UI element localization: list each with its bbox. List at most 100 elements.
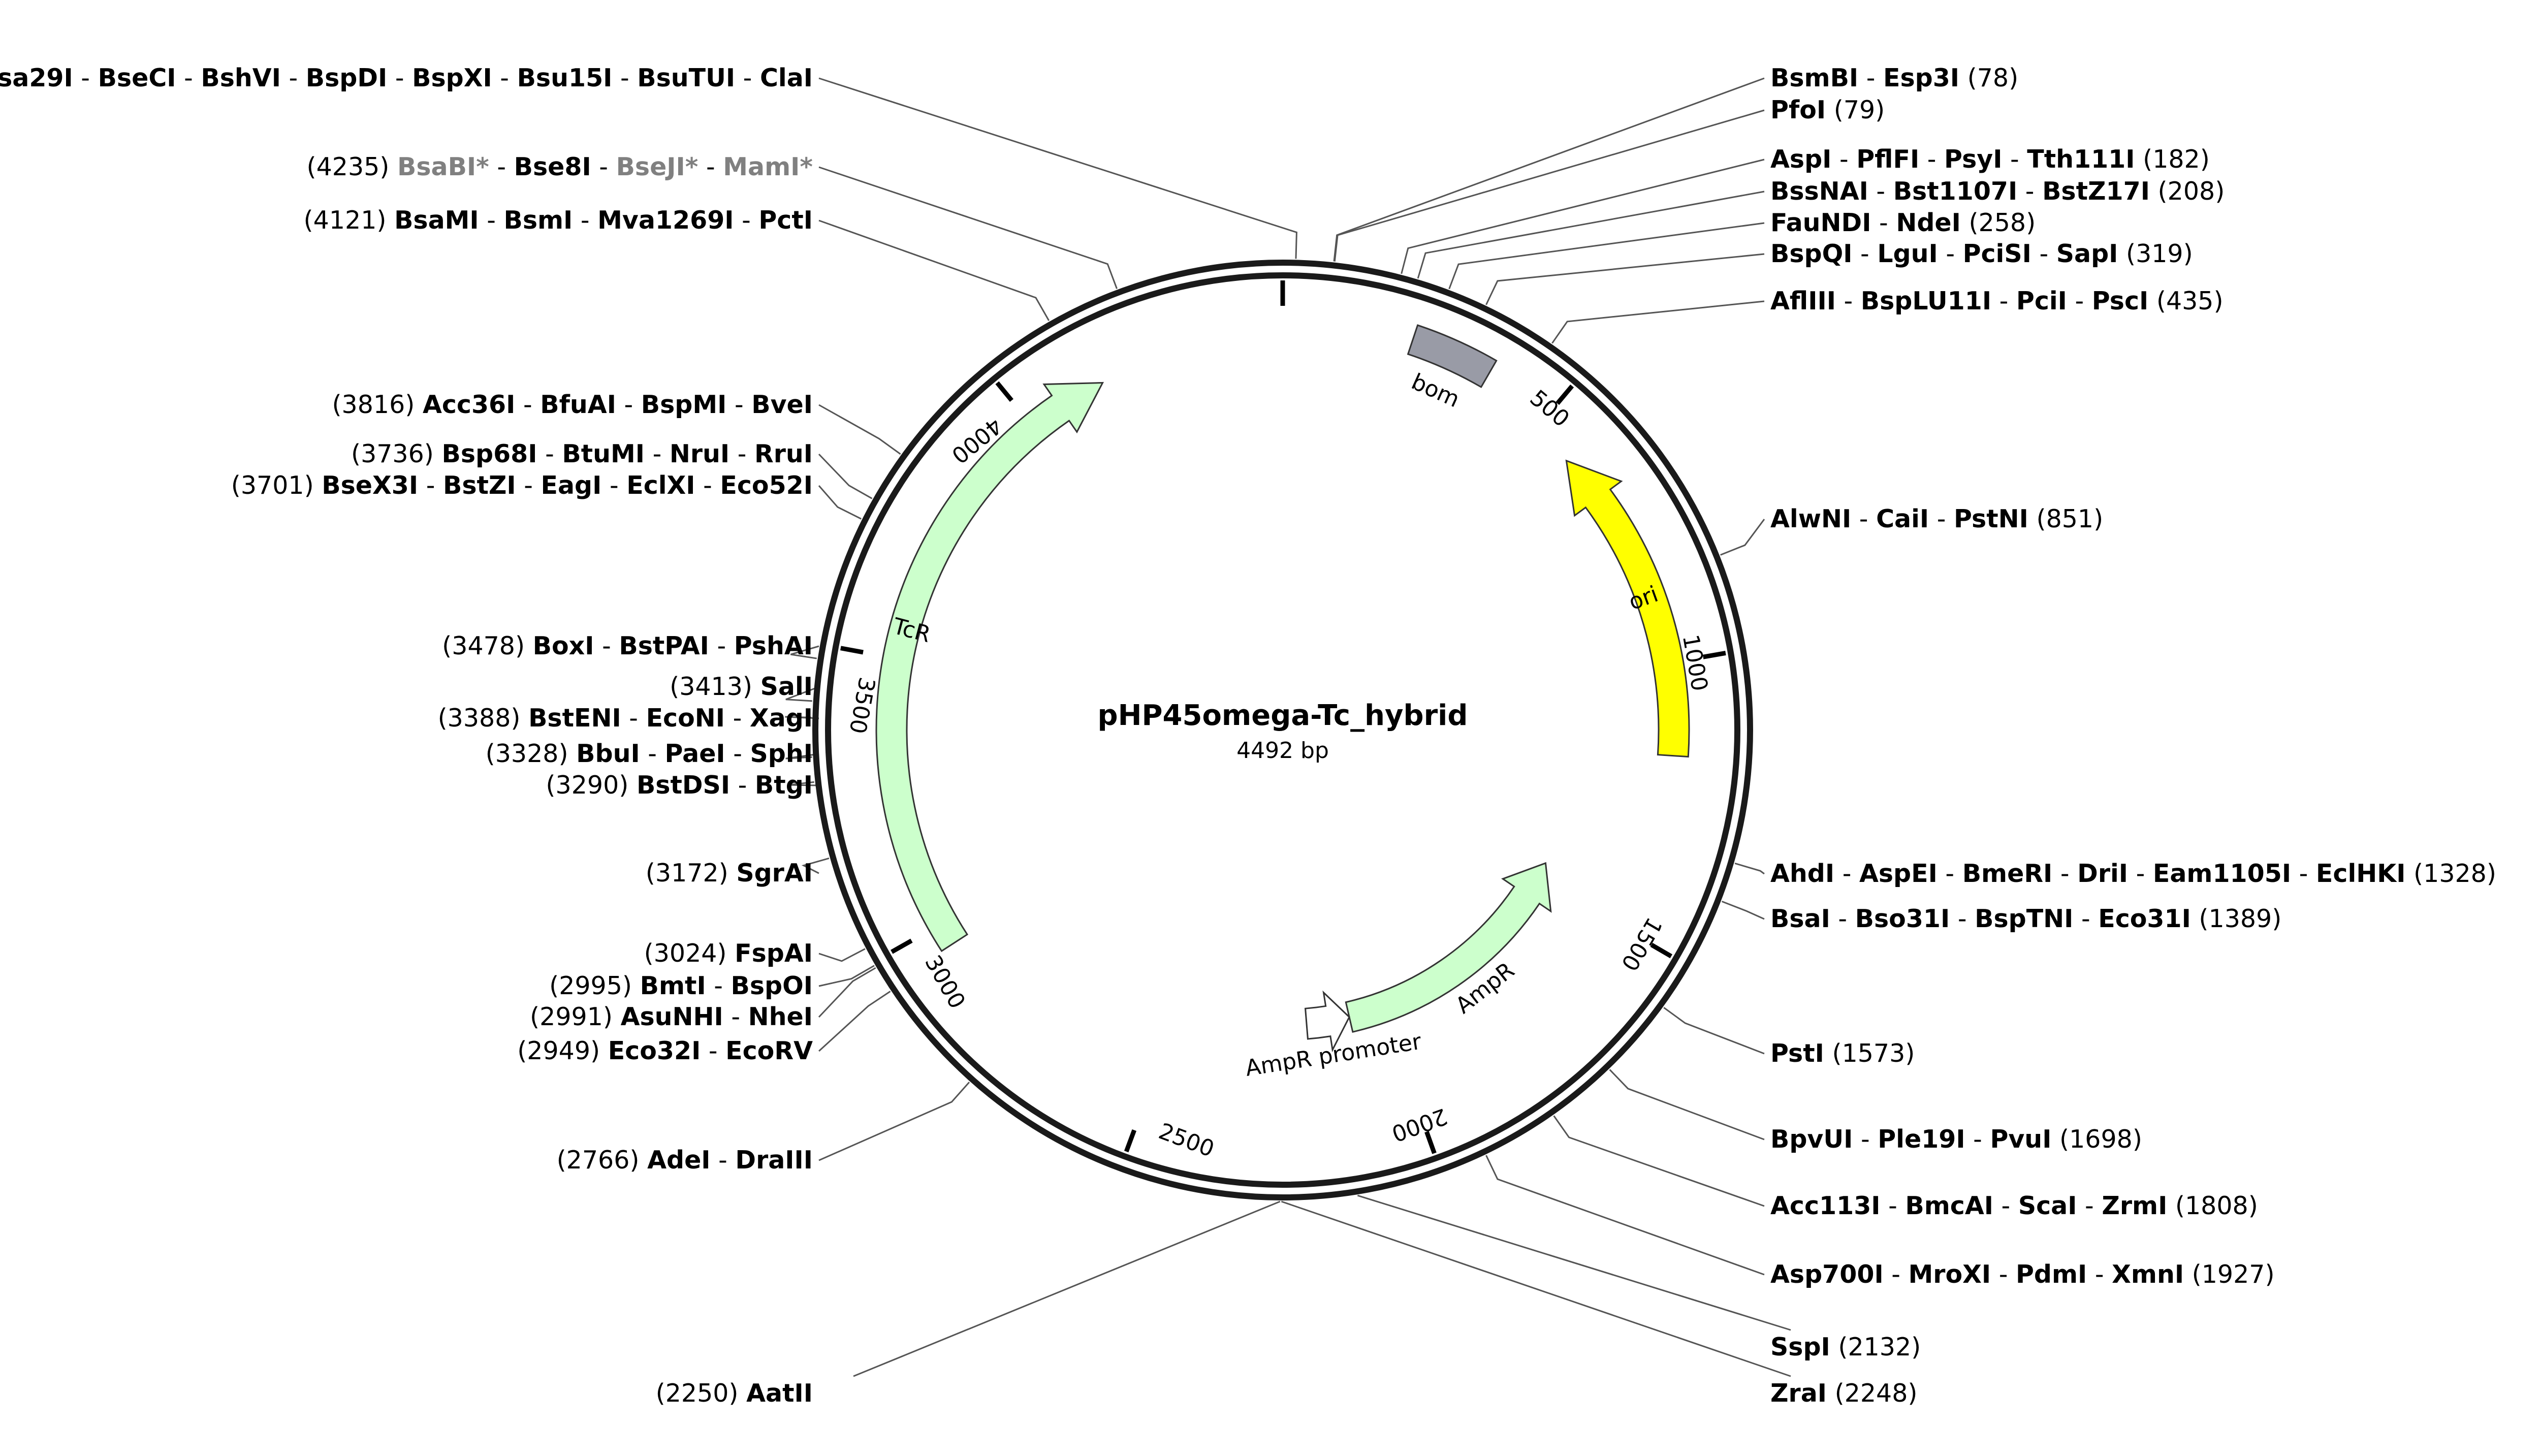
site-position: (3024): [644, 939, 727, 968]
separator: [1830, 1333, 1838, 1362]
tick-label-group: 1500: [1616, 913, 1667, 975]
separator: -: [591, 152, 616, 181]
separator: [2118, 239, 2126, 268]
site-enzyme: Mva1269I: [597, 206, 734, 235]
site-enzyme: AhdI: [1770, 859, 1834, 888]
separator: -: [516, 471, 541, 500]
separator: -: [640, 739, 665, 768]
site-enzyme: AspEI: [1859, 859, 1938, 888]
site-enzyme: PflFI: [1856, 145, 1919, 174]
separator: [2051, 1125, 2059, 1154]
separator: [613, 1002, 621, 1031]
site-enzyme: BsaBI*: [397, 152, 489, 181]
site-enzyme: SphI: [750, 739, 813, 768]
feature-label-bom: bom: [1408, 369, 1464, 413]
site-position: (851): [2036, 504, 2103, 533]
site-enzyme: BtgI: [755, 771, 813, 800]
site-position: (3388): [438, 704, 521, 733]
site-enzyme: Eam1105I: [2153, 859, 2291, 888]
site-position: (4235): [306, 152, 389, 181]
separator: [739, 1379, 747, 1408]
feature-tcr: [875, 382, 1104, 953]
tick-label-group: 3500: [844, 675, 880, 736]
site-label: (4121) BsaMI - BsmI - Mva1269I - PctI: [304, 206, 813, 235]
separator: -: [1938, 859, 1962, 888]
feature-ampr: [1345, 862, 1552, 1033]
site-position: (3478): [442, 631, 525, 660]
leader-line: [818, 965, 875, 987]
site-enzyme: AsuNHI: [621, 1002, 723, 1031]
separator: -: [1884, 1260, 1909, 1289]
separator: -: [621, 704, 646, 733]
leader-line: [818, 404, 901, 455]
site-enzyme: Eco31I: [2098, 904, 2191, 933]
separator: -: [515, 390, 540, 419]
site-enzyme: BmcAI: [1905, 1191, 1993, 1220]
site-enzyme: Tth111I: [2027, 145, 2135, 174]
site-position: (208): [2158, 177, 2225, 206]
site-enzyme: BveI: [751, 390, 813, 419]
site-enzyme: Acc113I: [1770, 1191, 1881, 1220]
site-enzyme: AlwNI: [1770, 504, 1851, 533]
site-label: AflIII - BspLU11I - PciI - PscI (435): [1770, 287, 2224, 315]
site-position: (79): [1834, 96, 1885, 124]
site-enzyme: AspI: [1770, 145, 1831, 174]
separator: -: [711, 1146, 736, 1175]
site-position: (3290): [546, 771, 628, 800]
site-enzyme: BseCI: [98, 64, 176, 92]
separator: -: [73, 64, 98, 92]
separator: [2150, 177, 2158, 206]
site-enzyme: EclXI: [626, 471, 695, 500]
site-position: (258): [1968, 208, 2036, 237]
site-enzyme: FspAI: [735, 939, 813, 968]
site-label: (3736) Bsp68I - BtuMI - NruI - RruI: [351, 439, 813, 468]
tick-mark: [1650, 942, 1673, 959]
site-enzyme: FauNDI: [1770, 208, 1871, 237]
site-label: (3413) SalI: [670, 672, 813, 701]
site-label: (3172) SgrAI: [646, 859, 813, 888]
separator: [2191, 904, 2199, 933]
separator: -: [709, 631, 734, 660]
site-enzyme: Asp700I: [1770, 1260, 1884, 1289]
separator: -: [2128, 859, 2153, 888]
site-enzyme: BstPAI: [619, 631, 709, 660]
site-enzyme: BmeRI: [1962, 859, 2053, 888]
separator: [386, 206, 394, 235]
separator: -: [695, 471, 720, 500]
tick-mark: [995, 381, 1013, 402]
leader-line: [1417, 191, 1765, 279]
leader-line: [1334, 109, 1765, 262]
site-label: (3388) BstENI - EcoNI - XagI: [438, 704, 813, 733]
site-enzyme: Ple19I: [1878, 1125, 1965, 1154]
separator: -: [492, 64, 517, 92]
separator: -: [1836, 287, 1861, 315]
site-enzyme: ClaI: [760, 64, 813, 92]
site-label: (20) BanIII - Bsa29I - BseCI - BshVI - B…: [0, 64, 813, 92]
leader-line: [818, 453, 873, 499]
separator: -: [2052, 859, 2077, 888]
site-enzyme: BspOI: [731, 971, 813, 1000]
site-enzyme: BsmBI: [1770, 64, 1858, 92]
site-enzyme: Bst1107I: [1893, 177, 2018, 206]
leader-line: [818, 948, 866, 962]
site-position: (1328): [2414, 859, 2496, 888]
site-enzyme: MamI*: [723, 152, 813, 181]
separator: -: [1868, 177, 1893, 206]
separator: -: [1851, 504, 1876, 533]
site-enzyme: PstNI: [1954, 504, 2028, 533]
site-enzyme: BsmI: [503, 206, 573, 235]
separator: -: [1853, 1125, 1878, 1154]
site-label: (2991) AsuNHI - NheI: [530, 1002, 813, 1031]
separator: [1959, 64, 1967, 92]
leader-line: [1357, 1194, 1791, 1331]
site-label: (3478) BoxI - BstPAI - PshAI: [442, 631, 813, 660]
site-position: (4121): [304, 206, 387, 235]
separator: -: [1830, 904, 1855, 933]
leader-lines: [785, 77, 1791, 1377]
site-position: (3736): [351, 439, 434, 468]
site-position: (1389): [2199, 904, 2281, 933]
separator: -: [1834, 859, 1859, 888]
site-label: AspI - PflFI - PsyI - Tth111I (182): [1770, 145, 2210, 174]
leader-line: [1663, 1007, 1765, 1055]
